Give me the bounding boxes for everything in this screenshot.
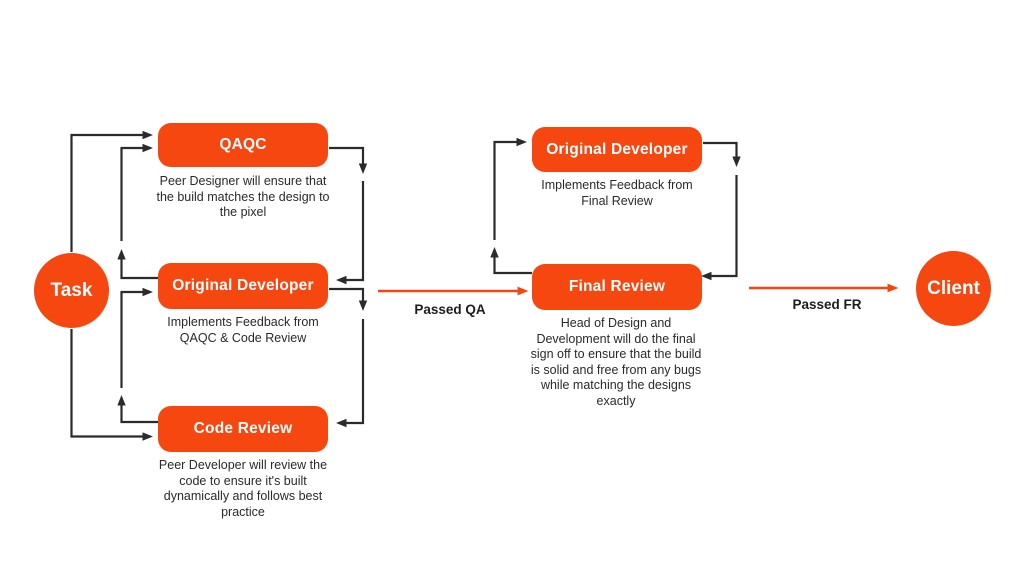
- original-developer-left-label: Original Developer: [172, 277, 314, 294]
- final-review-node-label: Final Review: [568, 278, 666, 295]
- final-review-description: Head of Design and Development will do t…: [530, 316, 702, 408]
- connector-code-review-up-segment: [117, 395, 158, 424]
- connector-orig-dev-right-down-segment: [703, 141, 741, 167]
- connector-qaqc-down-segment: [329, 146, 368, 174]
- connector-final-review-up-segment: [490, 247, 532, 275]
- connector-down-into-orig-dev-left: [336, 181, 365, 285]
- original-developer-left-description: Implements Feedback from QAQC & Code Rev…: [167, 315, 319, 345]
- connector-up-into-orig-dev-left: [120, 287, 153, 388]
- original-developer-right-node: Original Developer: [532, 127, 702, 172]
- code-review-description: Peer Developer will review the code to e…: [158, 458, 328, 519]
- passed-qa-label: Passed QA: [414, 302, 486, 317]
- qaqc-node-label: QAQC: [219, 136, 267, 153]
- qaqc-description: Peer Designer will ensure that the build…: [156, 174, 330, 219]
- client-node: Client: [916, 251, 991, 326]
- client-node-label: Client: [927, 277, 980, 299]
- connector-up-into-orig-dev-right: [493, 137, 527, 240]
- passed-fr-label: Passed FR: [792, 297, 862, 312]
- connector-orig-dev-left-down-segment: [329, 287, 368, 311]
- qaqc-node: QAQC: [158, 123, 328, 167]
- code-review-node: Code Review: [158, 406, 328, 452]
- connector-down-into-final-review: [701, 175, 738, 281]
- final-review-node: Final Review: [532, 264, 702, 310]
- connector-up-into-qaqc: [120, 143, 153, 241]
- task-node-label: Task: [50, 279, 93, 301]
- connector-orig-dev-left-up-segment: [117, 249, 158, 280]
- code-review-node-label: Code Review: [193, 420, 293, 437]
- task-node: Task: [34, 253, 109, 328]
- connector-down-into-code-review: [336, 319, 365, 428]
- original-developer-right-label: Original Developer: [546, 140, 688, 158]
- connector-task-to-code-review: [70, 329, 153, 441]
- original-developer-right-description: Implements Feedback from Final Review: [541, 178, 693, 208]
- connector-task-to-qaqc: [70, 130, 153, 252]
- original-developer-left-node: Original Developer: [158, 263, 328, 309]
